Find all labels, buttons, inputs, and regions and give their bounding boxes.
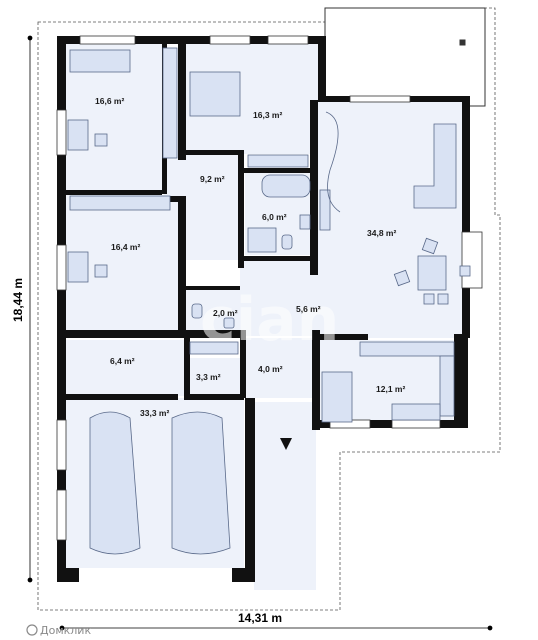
desk-top-left bbox=[67, 119, 89, 151]
room-labels: 16,6 m² 16,3 m² 9,2 m² 6,0 m² 34,8 m² 16… bbox=[95, 96, 405, 418]
bed-top-left bbox=[69, 49, 131, 73]
entrance-arrow bbox=[280, 438, 292, 450]
area-living-room: 34,8 m² bbox=[367, 228, 396, 238]
column-kitchen bbox=[319, 189, 331, 231]
fridge bbox=[321, 371, 353, 423]
area-bedroom-top-left: 16,6 m² bbox=[95, 96, 124, 106]
car-2 bbox=[171, 411, 231, 555]
windows bbox=[56, 35, 483, 541]
area-boiler: 3,3 m² bbox=[196, 372, 221, 382]
area-corridor: 5,6 m² bbox=[296, 304, 321, 314]
watermark: cian bbox=[200, 285, 339, 355]
stair-curve bbox=[325, 111, 341, 213]
desk-middle-left bbox=[67, 251, 89, 283]
furniture bbox=[67, 47, 471, 555]
chair-3 bbox=[437, 293, 449, 305]
kitchen-side bbox=[439, 355, 455, 417]
area-entrance: 4,0 m² bbox=[258, 364, 283, 374]
sofa bbox=[413, 123, 457, 209]
wardrobe-hall bbox=[69, 195, 171, 211]
area-hall: 9,2 m² bbox=[200, 174, 225, 184]
dimension-lines bbox=[27, 35, 493, 631]
dining-table bbox=[417, 255, 447, 291]
boiler-unit bbox=[189, 341, 239, 355]
wardrobe-top-left bbox=[162, 47, 178, 159]
chair-1 bbox=[459, 265, 471, 277]
toilet-bath bbox=[281, 234, 293, 250]
width-dimension: 14,31 m bbox=[238, 611, 282, 625]
shower bbox=[247, 227, 277, 253]
kitchen-counter bbox=[359, 341, 455, 357]
bed-top bbox=[189, 71, 241, 117]
armchair-1 bbox=[421, 237, 439, 255]
wc-toilet bbox=[191, 303, 203, 319]
area-kitchen: 12,1 m² bbox=[376, 384, 405, 394]
area-bedroom-top: 16,3 m² bbox=[253, 110, 282, 120]
brand-icon bbox=[26, 624, 38, 636]
wardrobe-bath bbox=[247, 154, 309, 168]
area-garage: 33,3 m² bbox=[140, 408, 169, 418]
area-bathroom: 6,0 m² bbox=[262, 212, 287, 222]
height-dimension: 18,44 m bbox=[11, 278, 25, 322]
brand-name: Домклик bbox=[40, 624, 91, 637]
wc-sink bbox=[223, 317, 235, 329]
area-wc: 2,0 m² bbox=[213, 308, 238, 318]
bathtub bbox=[261, 174, 311, 198]
car-1 bbox=[89, 411, 141, 555]
chair-top-left bbox=[94, 133, 108, 147]
kitchen-bottom bbox=[391, 403, 441, 421]
chair-middle-left bbox=[94, 264, 108, 278]
armchair-2 bbox=[393, 269, 411, 287]
sink-bath bbox=[299, 214, 311, 230]
chair-2 bbox=[423, 293, 435, 305]
terrace bbox=[324, 7, 486, 107]
brand-logo: Домклик bbox=[26, 624, 91, 637]
area-bedroom-middle-left: 16,4 m² bbox=[111, 242, 140, 252]
area-utility: 6,4 m² bbox=[110, 356, 135, 366]
